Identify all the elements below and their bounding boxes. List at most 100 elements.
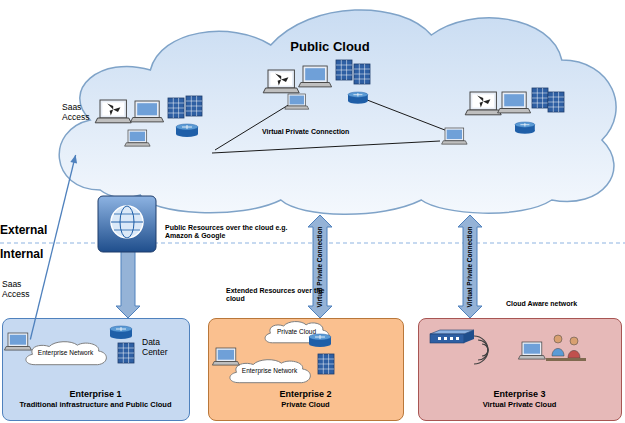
laptop-display [218, 350, 234, 360]
enterprise-box: Enterprise 2Private CloudPrivate CloudEn… [208, 318, 404, 421]
router-bottom [515, 128, 535, 133]
laptop-display [10, 335, 26, 345]
laptop-base [498, 109, 531, 113]
cloud-link [362, 98, 450, 132]
laptop-screen [216, 348, 236, 362]
user-head [570, 337, 578, 345]
edge-label: Public Resources over the cloud e.g. Ama… [165, 224, 290, 240]
router-bottom [309, 341, 331, 347]
user-head [554, 335, 562, 343]
node-subtitle: Virtual Private Cloud [419, 401, 620, 410]
edge-label: Virtual Private Connection [466, 226, 473, 307]
server-body [532, 88, 548, 108]
server-body [354, 64, 370, 84]
server-body [118, 343, 134, 363]
router-bottom [176, 131, 198, 137]
server-grid [354, 69, 370, 70]
laptop-screen [100, 100, 126, 118]
fan-symbol [107, 104, 120, 116]
laptop-base [285, 106, 309, 109]
enterprise-network-cloud: Enterprise Network [22, 340, 110, 366]
laptop-screen [445, 128, 464, 141]
server-grid [532, 93, 548, 94]
laptop-icon [4, 333, 31, 350]
laptop-display [472, 94, 494, 107]
laptop-icon [465, 92, 501, 115]
server-body [168, 98, 184, 118]
laptop-base [95, 118, 131, 123]
node-title: Enterprise 1 [3, 389, 188, 399]
laptop-base [4, 347, 31, 351]
server-grid [186, 101, 202, 102]
laptop-screen [502, 92, 526, 109]
laptop-icon [442, 128, 468, 144]
laptop-screen [303, 66, 327, 83]
cloud-path [59, 10, 616, 214]
free-label: Extended Resources over the cloud [226, 287, 336, 303]
server-icon [532, 88, 548, 108]
router-top [110, 326, 132, 332]
arrow-body [308, 215, 332, 318]
switch-port [444, 337, 447, 340]
router-bottom [348, 98, 368, 103]
laptop-base [442, 141, 468, 144]
server-grid [532, 103, 548, 104]
server-body [318, 354, 334, 374]
router-top [348, 92, 368, 97]
switch-side [464, 330, 474, 343]
double-arrow [308, 215, 332, 318]
switch-icon [430, 330, 474, 343]
node-title: Saas Access [62, 103, 98, 123]
globe-box [98, 196, 156, 252]
server-grid [186, 106, 202, 107]
laptop-icon [212, 348, 239, 365]
server-icon [168, 98, 184, 118]
server-icon [118, 343, 134, 363]
globe-parallel [114, 214, 140, 215]
globe-symbol [111, 206, 143, 238]
router-arrows [353, 93, 362, 97]
laptop-base [212, 362, 239, 366]
laptop-display [447, 130, 462, 139]
laptop-screen [268, 70, 294, 88]
laptop-base [131, 118, 164, 122]
node-subtitle: Private Cloud [209, 401, 402, 410]
server-grid [532, 98, 548, 99]
desk [546, 358, 586, 361]
laptop-display [130, 132, 145, 141]
cloud-link [215, 104, 290, 150]
free-label: Virtual Private Connection [262, 128, 362, 136]
router-icon [110, 326, 132, 339]
users-icon [546, 335, 586, 361]
router-top [176, 124, 198, 130]
laptop-screen [522, 342, 542, 356]
server-grid [318, 364, 334, 365]
server-grid [336, 70, 352, 71]
server-grid [548, 102, 564, 103]
laptop-display [290, 96, 304, 105]
node-title: Public Cloud [250, 40, 410, 55]
user-body [568, 351, 580, 359]
router-arrows [116, 327, 126, 331]
laptop-icon [498, 92, 531, 113]
router-arrows [315, 335, 325, 339]
server-grid [168, 113, 184, 114]
enterprise-network-cloud: Enterprise Network [226, 358, 314, 384]
server-icon [186, 96, 202, 116]
server-grid [354, 74, 370, 75]
cloud-link [212, 141, 440, 153]
laptop-icon [299, 66, 332, 87]
fan-symbol [275, 74, 288, 86]
server-icon [548, 92, 564, 112]
laptop-screen [288, 94, 306, 106]
server-grid [118, 348, 134, 349]
node-title: Enterprise 3 [419, 389, 620, 399]
server-body [186, 96, 202, 116]
laptop-icon [95, 100, 131, 123]
router-bottom [110, 333, 132, 339]
node-title: Enterprise Network [22, 349, 110, 356]
